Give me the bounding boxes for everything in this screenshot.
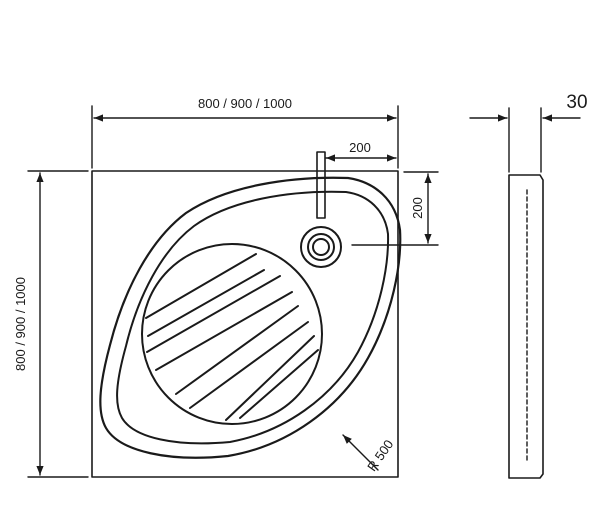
- basin-groove: [225, 335, 319, 421]
- basin-circle: [141, 243, 323, 425]
- label-drain-offset-y: 200: [410, 197, 425, 219]
- drain-outer-ring: [300, 226, 342, 268]
- basin-groove: [145, 253, 265, 337]
- label-overall-width: 800 / 900 / 1000: [198, 96, 292, 111]
- basin-groove: [175, 305, 309, 409]
- tray-outer-rim: [99, 176, 402, 459]
- dimension-drain-offset-x: [316, 151, 397, 219]
- radius-leader-arrow: [342, 434, 379, 471]
- label-overall-depth: 800 / 900 / 1000: [13, 277, 28, 371]
- dimension-drain-offset-y: [351, 171, 439, 246]
- grooved-basin: [141, 243, 323, 425]
- drain-inner-ring: [307, 233, 335, 261]
- tray-outline: [91, 170, 399, 478]
- tray-inner-rim: [116, 190, 390, 445]
- label-radius: R 500: [364, 437, 396, 474]
- dimension-overall-depth: [27, 170, 89, 478]
- label-drain-offset-x: 200: [349, 140, 371, 155]
- side-view-outline: [508, 174, 544, 479]
- drain-grate: [312, 238, 330, 256]
- label-height: 30: [566, 92, 587, 113]
- drain: [300, 226, 342, 268]
- tray-top-view: [91, 170, 402, 478]
- dimension-overall-width: [91, 105, 399, 169]
- basin-groove: [146, 275, 293, 371]
- tray-side-view: [469, 107, 581, 479]
